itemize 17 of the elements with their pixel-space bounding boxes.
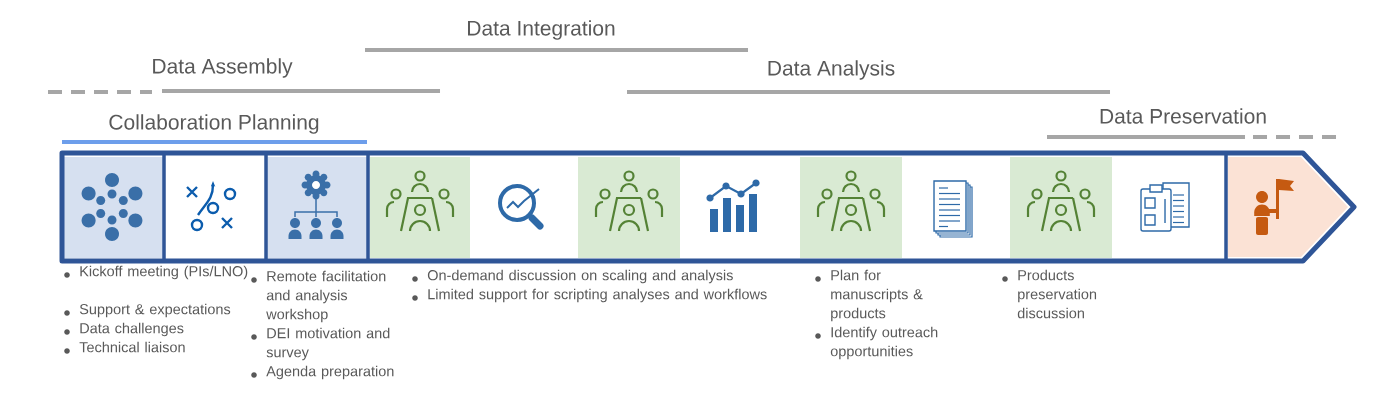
phase-heading: Data Preservation (1047, 108, 1345, 139)
list-item: On-demand discussion on scaling and analysis (412, 269, 733, 284)
list-item: Support & expectations (64, 303, 231, 318)
phase-heading: Collaboration Planning (62, 114, 367, 144)
list-item: Plan for manuscripts & products (815, 269, 923, 322)
list-item: Agenda preparation (251, 365, 394, 380)
list-item: Remote facilitation and analysis workshop (251, 270, 386, 323)
phase-heading: Data Assembly (48, 58, 440, 94)
list-item: Kickoff meeting (PIs/LNO) (64, 265, 248, 280)
list-item: Identify outreach opportunities (815, 326, 938, 360)
phase-heading: Data Analysis (627, 60, 1110, 94)
phase-heading: Data Integration (365, 20, 748, 52)
list-item: Technical liaison (64, 341, 185, 354)
list-item: Limited support for scripting analyses and workflows (412, 288, 767, 303)
list-item: Products preservation discussion (1002, 269, 1097, 319)
list-item: DEI motivation and survey (251, 327, 390, 361)
list-item: Data challenges (64, 322, 184, 337)
